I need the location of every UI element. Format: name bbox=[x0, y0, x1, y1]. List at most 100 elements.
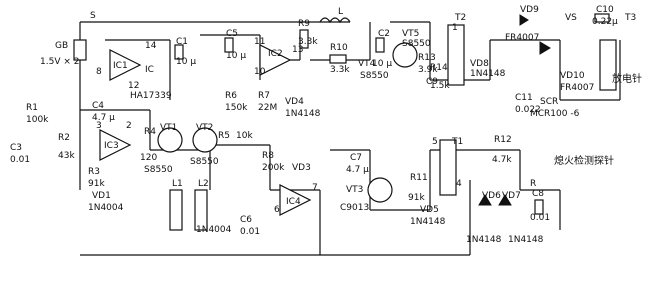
label-r8-val: 200k bbox=[262, 163, 285, 173]
label-c3: C3 bbox=[10, 143, 22, 153]
label-c5: C5 bbox=[226, 29, 238, 39]
label-vd7: VD7 bbox=[502, 191, 521, 201]
label-c8: C8 bbox=[532, 189, 544, 199]
inductor-coil bbox=[319, 17, 351, 24]
label-c6: C6 bbox=[240, 215, 252, 225]
label-vt3-part: C9013 bbox=[340, 203, 369, 213]
vt5-transistor bbox=[392, 42, 418, 68]
label-r4: R4 bbox=[144, 127, 156, 137]
label-t3: T3 bbox=[624, 13, 636, 23]
c8-capacitor bbox=[534, 199, 544, 215]
label-r12: R12 bbox=[494, 135, 512, 145]
label-vd9-part: FR4007 bbox=[505, 33, 539, 43]
pin-12: 12 bbox=[128, 81, 139, 91]
label-vd8-part: 1N4148 bbox=[470, 69, 506, 79]
label-ic-group: IC bbox=[145, 65, 154, 75]
label-c4: C4 bbox=[92, 101, 104, 111]
battery-symbol bbox=[73, 39, 87, 61]
pin-7: 7 bbox=[312, 183, 318, 193]
labels: S GB 1.5V × 2 IC1 IC HA17339 C1 10 μ C5 … bbox=[10, 5, 642, 245]
label-r4-val: 120 bbox=[140, 153, 157, 163]
label-r3-val: 91k bbox=[88, 179, 105, 189]
pin-8: 8 bbox=[96, 67, 102, 77]
label-vd1: VD1 bbox=[92, 191, 111, 201]
label-r7: R7 bbox=[258, 91, 270, 101]
t3-transformer bbox=[599, 39, 617, 91]
label-flame-probe: 熄火检测探针 bbox=[554, 154, 614, 167]
label-vd5-part: 1N4148 bbox=[410, 217, 446, 227]
label-c10-val: 0.22μ bbox=[592, 17, 618, 27]
label-vt2: VT2 bbox=[196, 123, 213, 133]
pin-4: 4 bbox=[456, 179, 462, 189]
label-r1-val: 100k bbox=[26, 115, 49, 125]
label-c3-val: 0.01 bbox=[10, 155, 30, 165]
vd6-diode bbox=[478, 194, 492, 206]
wiring bbox=[79, 21, 621, 256]
label-vd5: VD5 bbox=[420, 205, 439, 215]
label-discharge-needle: 放电针 bbox=[612, 72, 642, 85]
label-battery: GB bbox=[55, 41, 68, 51]
label-c10: C10 bbox=[596, 5, 614, 15]
label-c4-val: 4.7 μ bbox=[92, 113, 115, 123]
vt2-transistor bbox=[192, 127, 218, 153]
label-vd67-part-b: 1N4148 bbox=[508, 235, 544, 245]
label-vt5: VT5 bbox=[402, 29, 419, 39]
vd9-diode bbox=[519, 14, 529, 26]
label-r13: R13 bbox=[418, 53, 436, 63]
pin-2: 2 bbox=[126, 121, 132, 131]
scr-thyristor bbox=[539, 41, 551, 55]
label-r5-val: 10k bbox=[236, 131, 253, 141]
label-r10: R10 bbox=[330, 43, 348, 53]
ic3-opamp bbox=[99, 129, 132, 161]
label-vd2-part: 1N4004 bbox=[196, 225, 232, 235]
label-vd6: VD6 bbox=[482, 191, 501, 201]
r10-resistor bbox=[329, 54, 347, 64]
pin-5: 5 bbox=[432, 137, 438, 147]
pin-14: 14 bbox=[145, 41, 157, 51]
label-c6-val: 0.01 bbox=[240, 227, 260, 237]
label-r7-val: 22M bbox=[258, 103, 277, 113]
label-scr-part: MCR100 -6 bbox=[530, 109, 580, 119]
label-r13-val: 3.9k bbox=[418, 65, 438, 75]
label-c7-val: 4.7 μ bbox=[346, 165, 369, 175]
label-vd8: VD8 bbox=[470, 59, 489, 69]
vt1-transistor bbox=[157, 127, 183, 153]
label-r9: R9 bbox=[298, 19, 310, 29]
label-c11: C11 bbox=[515, 93, 533, 103]
pin-6: 6 bbox=[274, 205, 280, 215]
label-r14-val: 1.5k bbox=[430, 81, 450, 91]
label-c7: C7 bbox=[350, 153, 362, 163]
label-t1: T1 bbox=[451, 137, 463, 147]
pin-13: 13 bbox=[292, 45, 303, 55]
label-scr: SCR bbox=[540, 97, 558, 107]
vd7-diode bbox=[498, 194, 512, 206]
label-c2: C2 bbox=[378, 29, 390, 39]
pin-1: 1 bbox=[452, 23, 458, 33]
label-r12-val: 4.7k bbox=[492, 155, 512, 165]
pin-10: 10 bbox=[254, 67, 266, 77]
label-vs: VS bbox=[565, 13, 577, 23]
label-switch: S bbox=[90, 11, 96, 21]
label-r11-val: 91k bbox=[408, 193, 425, 203]
label-r5: R5 bbox=[218, 131, 230, 141]
t1-transformer bbox=[439, 139, 457, 196]
label-c11-val: 0.022 bbox=[515, 105, 541, 115]
label-ic1-part: HA17339 bbox=[130, 91, 172, 101]
c5-capacitor bbox=[224, 37, 234, 53]
pin-11: 11 bbox=[254, 37, 265, 47]
label-c9: C9 bbox=[426, 77, 438, 87]
label-inductor: L bbox=[338, 7, 343, 17]
label-c1: C1 bbox=[176, 37, 188, 47]
label-vd9: VD9 bbox=[520, 5, 539, 15]
label-r6: R6 bbox=[225, 91, 237, 101]
components bbox=[73, 13, 617, 231]
label-r11: R11 bbox=[410, 173, 428, 183]
label-l2: L2 bbox=[198, 179, 209, 189]
l1-coil bbox=[169, 189, 183, 231]
label-vd1-part: 1N4004 bbox=[88, 203, 124, 213]
label-r1: R1 bbox=[26, 103, 38, 113]
label-r9-val: 3.3k bbox=[298, 37, 318, 47]
label-vt4: VT4 bbox=[358, 59, 376, 69]
label-battery-spec: 1.5V × 2 bbox=[40, 57, 79, 67]
label-vt1: VT1 bbox=[160, 123, 177, 133]
